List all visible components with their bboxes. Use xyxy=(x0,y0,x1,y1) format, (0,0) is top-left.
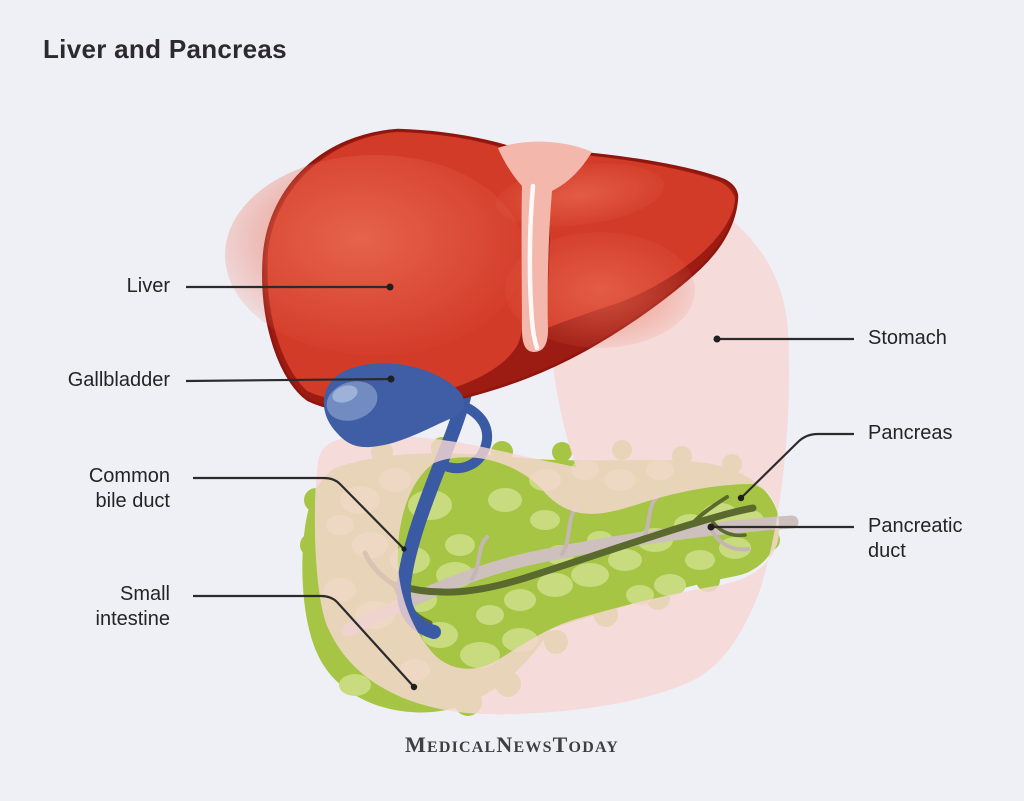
label-common-bile-duct: Common bile duct xyxy=(88,465,170,512)
label-small-intestine: Small intestine xyxy=(95,583,171,630)
logo-rest: EWS xyxy=(513,739,553,756)
label-pancreas: Pancreas xyxy=(868,422,953,444)
logo-cap: N xyxy=(496,732,514,757)
label-stomach: Stomach xyxy=(868,327,947,349)
pancreas-leader-line xyxy=(740,432,854,499)
leader-dots xyxy=(386,283,745,691)
logo-rest: ODAY xyxy=(568,739,619,756)
medical-news-today-logo: MEDICALNEWSTODAY xyxy=(0,732,1024,758)
logo-cap: M xyxy=(405,732,427,757)
small-intestine-leader-line xyxy=(193,594,415,688)
liver-shape xyxy=(225,128,739,414)
common-bile-duct-leader-line xyxy=(193,476,405,550)
label-gallbladder: Gallbladder xyxy=(67,369,170,391)
label-pancreatic-duct: Pancreatic duct xyxy=(868,515,963,562)
leader-lines xyxy=(185,285,854,688)
gallbladder-shape xyxy=(323,363,465,448)
page-title: Liver and Pancreas xyxy=(43,34,287,64)
falciform-ligament-shape xyxy=(498,141,592,352)
gallbladder-leader-line xyxy=(185,377,392,383)
logo-rest: EDICAL xyxy=(426,739,497,756)
logo-cap: T xyxy=(552,732,569,757)
label-liver: Liver xyxy=(126,275,170,297)
